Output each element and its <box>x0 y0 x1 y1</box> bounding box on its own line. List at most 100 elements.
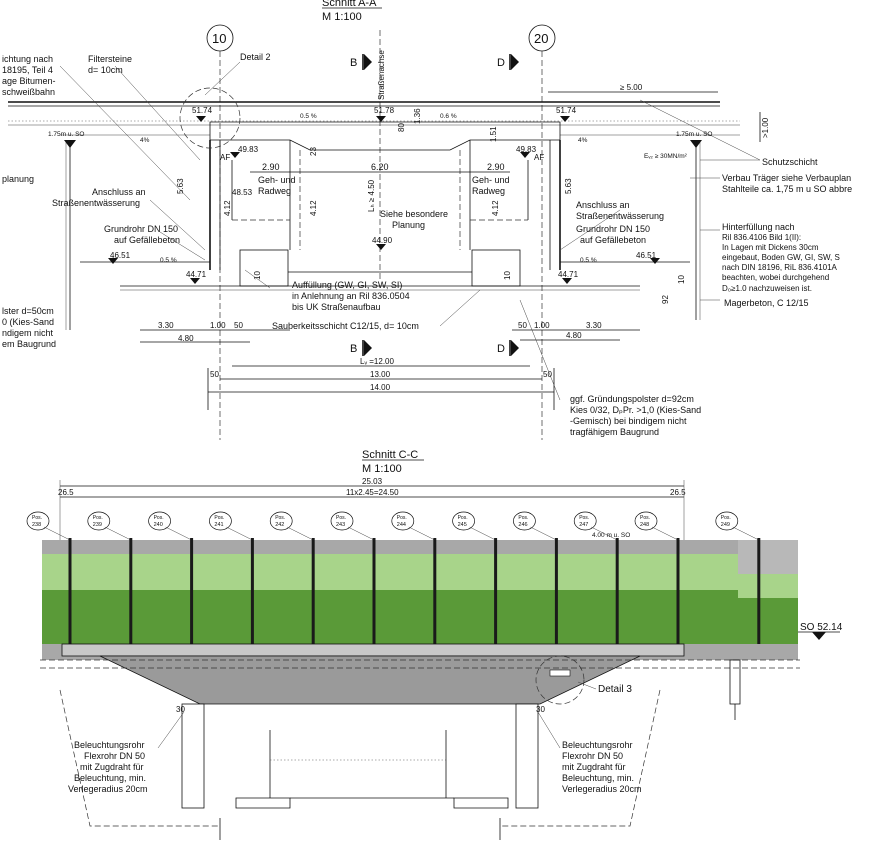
pile-leader <box>104 526 131 541</box>
pile-244 <box>433 538 437 644</box>
dim-5-63-right: 5.63 <box>564 178 573 194</box>
pile-245 <box>494 538 498 644</box>
label-anschluss-left: Anschluss an Straßenentwässerung <box>52 187 146 208</box>
pile-tag-239 <box>87 511 111 531</box>
slope-left: 0.5 % <box>300 113 317 120</box>
slope-4-right: 4% <box>578 137 588 144</box>
dim-4-80-left: 4.80 <box>178 334 194 343</box>
level-46-51-left: 46.51 <box>110 251 131 260</box>
svg-text:age Bitumen-: age Bitumen- <box>2 76 56 86</box>
pile-leader <box>165 526 192 541</box>
pile-tag-244 <box>391 511 415 531</box>
dim-3-30-right: 3.30 <box>586 321 602 330</box>
svg-text:Auffüllung (GW, GI, SW, SI): Auffüllung (GW, GI, SW, SI) <box>292 280 402 290</box>
dim-6-20: 6.20 <box>371 162 389 172</box>
level-marker-icon <box>190 278 200 284</box>
pile-tag-number: 245 <box>458 522 467 528</box>
svg-text:mit Zugdraht für: mit Zugdraht für <box>80 762 144 772</box>
detail-3-callout <box>535 655 585 705</box>
cut-arrow-b-bottom-icon <box>364 340 372 356</box>
level-marker-icon <box>520 152 530 158</box>
layer-right-green <box>738 574 798 598</box>
label-filtersteine: Filtersteine d= 10cm <box>88 54 132 75</box>
dim-30-left: 30 <box>176 705 185 714</box>
dim-1-51: 1.51 <box>489 126 498 142</box>
pile-tag-248 <box>634 511 658 531</box>
svg-text:Radweg: Radweg <box>258 186 291 196</box>
pier-right <box>515 703 539 809</box>
pile-leader <box>732 526 759 541</box>
cut-marker-b-bottom: B <box>350 343 357 355</box>
label-so-right: 1.75m u. SO <box>676 131 713 138</box>
svg-text:ichtung nach: ichtung nach <box>2 54 53 64</box>
level-marker-icon <box>108 258 118 264</box>
level-marker-icon <box>560 116 570 122</box>
pile-tag-number: 246 <box>518 522 527 528</box>
dim-2-90-right: 2.90 <box>487 162 505 172</box>
pile-tag-label: Pos. <box>93 515 103 521</box>
dim-80: 80 <box>397 123 406 132</box>
axis-label-20: 20 <box>534 31 548 46</box>
label-detail-2: Detail 2 <box>240 52 271 62</box>
pile-leader <box>469 526 496 541</box>
level-48-53: 48.53 <box>232 188 253 197</box>
svg-text:Ril 836.4106 Bild 1(II):: Ril 836.4106 Bild 1(II): <box>722 233 801 242</box>
layer-grey-top <box>42 540 798 554</box>
dim-1-36: 1.36 <box>413 108 422 124</box>
slope-bottom-left: 0.5 % <box>160 257 177 264</box>
svg-text:Beleuchtungsrohr: Beleuchtungsrohr <box>74 740 145 750</box>
svg-text:Planung: Planung <box>392 220 425 230</box>
detail-2-callout <box>179 87 241 149</box>
pile-tag-number: 248 <box>640 522 649 528</box>
deck-haunch <box>99 655 641 705</box>
dim-end-right: 26.5 <box>670 488 686 497</box>
svg-text:Anschluss an: Anschluss an <box>92 187 146 197</box>
pile-tag-label: Pos. <box>214 515 224 521</box>
level-marker-icon <box>230 152 240 158</box>
pile-tag-label: Pos. <box>32 515 42 521</box>
svg-text:Anschluss an: Anschluss an <box>576 200 630 210</box>
dim-4-12-b: 4.12 <box>309 200 318 216</box>
label-beleuchtung-left: Beleuchtungsrohr Flexrohr DN 50 mit Zugd… <box>68 740 148 794</box>
pile-tag-number: 238 <box>32 522 41 528</box>
dim-ge-1-00: >1.00 <box>761 117 770 138</box>
svg-text:auf Gefällebeton: auf Gefällebeton <box>114 235 180 245</box>
svg-text:nach DIN 18196, RiL 836.4101A: nach DIN 18196, RiL 836.4101A <box>722 263 838 272</box>
label-polster-left: lster d=50cm 0 (Kies-Sand ndigem nicht e… <box>2 306 56 349</box>
dim-3-30-left: 3.30 <box>158 321 174 330</box>
svg-text:Beleuchtung, min.: Beleuchtung, min. <box>74 773 146 783</box>
level-49-83-left: 49.83 <box>238 145 259 154</box>
pile-tag-label: Pos. <box>154 515 164 521</box>
pile-tag-number: 249 <box>721 522 730 528</box>
label-gruendung: ggf. Gründungspolster d=92cm Kies 0/32, … <box>570 394 701 437</box>
svg-text:Geh- und: Geh- und <box>472 175 510 185</box>
slope-4-left: 4% <box>140 137 150 144</box>
section-aa: Schnitt A-A M 1:100 10 20 B D Straßenach… <box>2 0 852 440</box>
svg-text:Verbau Träger siehe Verbauplan: Verbau Träger siehe Verbauplan <box>722 173 851 183</box>
svg-text:Geh- und: Geh- und <box>258 175 296 185</box>
pile-leader <box>226 526 253 541</box>
label-planung: planung <box>2 174 34 184</box>
pile-leader <box>347 526 375 541</box>
slope-bottom-right: 0.5 % <box>580 257 597 264</box>
svg-text:Straßenentwässerung: Straßenentwässerung <box>52 198 140 208</box>
dim-lh: Lₕ ≥ 4.50 <box>367 179 376 212</box>
pile-leader <box>591 526 618 541</box>
pile-tag-247 <box>573 511 597 531</box>
label-so-left: 1.75m u. SO <box>48 131 85 138</box>
pile-246 <box>554 538 558 644</box>
label-beleuchtung-right: Beleuchtungsrohr Flexrohr DN 50 mit Zugd… <box>562 740 642 794</box>
svg-text:Grundrohr DN 150: Grundrohr DN 150 <box>576 224 650 234</box>
pile-tag-number: 242 <box>275 522 284 528</box>
level-44-71-left: 44.71 <box>186 270 207 279</box>
pile-tag-label: Pos. <box>458 515 468 521</box>
level-marker-so-right-icon <box>690 140 702 148</box>
label-auffuellung: Auffüllung (GW, GI, SW, SI) in Anlehnung… <box>292 280 410 312</box>
label-anschluss-right: Anschluss an Straßenentwässerung <box>576 200 664 221</box>
pile-leader <box>651 526 679 541</box>
pile-tag-label: Pos. <box>579 515 589 521</box>
pile-240 <box>190 538 194 644</box>
dim-70-right: 10 <box>503 271 512 280</box>
pier-left <box>181 703 205 809</box>
pile-tag-number: 244 <box>397 522 406 528</box>
